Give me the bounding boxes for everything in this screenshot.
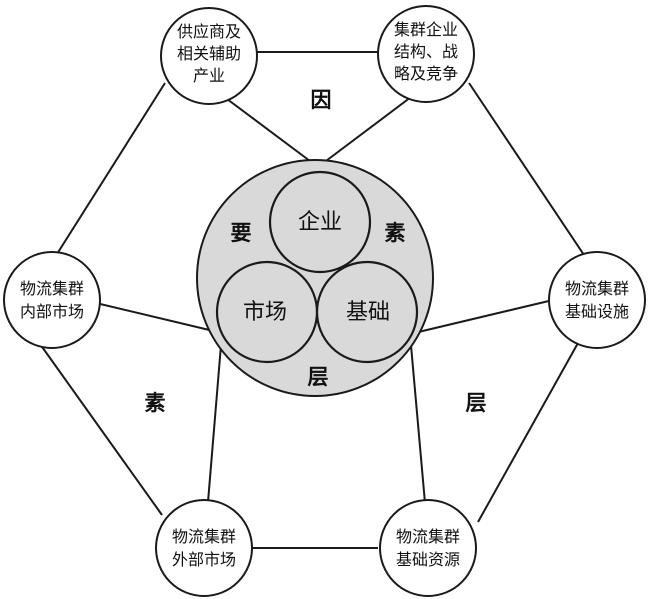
- inner-node-enterprise: [268, 170, 372, 274]
- core-label-yao: 要: [231, 220, 252, 245]
- core-label-ceng: 层: [308, 364, 329, 389]
- outer-label-ceng: 层: [466, 390, 487, 415]
- inner-label-market: 市场: [243, 300, 287, 325]
- inner-label-enterprise: 企业: [298, 210, 342, 235]
- core-connectors: [95, 92, 554, 504]
- outer-node-internal-market-line2: 内部市场: [20, 302, 84, 321]
- connector-infrastructure-resources: [477, 342, 579, 523]
- core-label-su: 素: [385, 220, 406, 245]
- outer-node-structure-circle: [377, 5, 475, 103]
- outer-node-structure: 集群企业 结构、战 略及竞争: [377, 5, 475, 103]
- outer-node-external-market-line1: 物流集群: [172, 527, 236, 546]
- connector-external-core: [207, 332, 223, 503]
- connector-internal-core: [95, 302, 223, 334]
- outer-node-infrastructure-line2: 基础设施: [565, 302, 629, 321]
- outer-node-resources: 物流集群 基础资源: [379, 499, 477, 597]
- outer-node-internal-market: 物流集群 内部市场: [3, 251, 101, 349]
- outer-node-external-market-line2: 外部市场: [172, 550, 236, 569]
- outer-node-resources-circle: [379, 499, 477, 597]
- outer-node-supplier-line2: 相关辅助: [177, 44, 241, 63]
- outer-node-supplier-line3: 产业: [193, 66, 225, 85]
- outer-node-supplier-line1: 供应商及: [177, 22, 241, 41]
- inner-node-foundation: [315, 260, 419, 364]
- outer-node-resources-line2: 基础资源: [396, 550, 460, 569]
- outer-node-structure-line1: 集群企业: [394, 20, 458, 39]
- outer-node-external-market: 物流集群 外部市场: [155, 499, 253, 597]
- outer-node-structure-line2: 结构、战: [394, 42, 458, 61]
- outer-node-supplier-circle: [160, 7, 258, 105]
- inner-label-foundation: 基础: [346, 300, 390, 325]
- core-group: 企业 市场 基础 要 素 层: [196, 159, 434, 397]
- connector-infrastructure-core: [409, 299, 554, 335]
- outer-node-infrastructure-circle: [548, 251, 646, 349]
- outer-node-internal-market-line1: 物流集群: [20, 279, 84, 298]
- outer-node-resources-line1: 物流集群: [396, 527, 460, 546]
- outer-node-infrastructure-line1: 物流集群: [565, 279, 629, 298]
- outer-node-structure-line3: 略及竞争: [394, 64, 458, 83]
- connector-supplier-core: [218, 92, 319, 168]
- connector-internal-supplier: [56, 82, 166, 255]
- outer-node-external-market-circle: [155, 499, 253, 597]
- outer-node-infrastructure: 物流集群 基础设施: [548, 251, 646, 349]
- outer-label-su: 素: [145, 390, 166, 415]
- outer-connectors: [39, 51, 587, 549]
- outer-layer-labels: 因 素 层: [145, 87, 487, 415]
- connector-structure-infrastructure: [468, 82, 587, 259]
- connector-structure-core: [317, 93, 416, 168]
- outer-label-yin: 因: [311, 87, 332, 112]
- outer-node-supplier: 供应商及 相关辅助 产业: [160, 7, 258, 105]
- connector-resources-core: [409, 333, 426, 504]
- connector-external-internal: [39, 343, 163, 516]
- outer-node-internal-market-circle: [3, 251, 101, 349]
